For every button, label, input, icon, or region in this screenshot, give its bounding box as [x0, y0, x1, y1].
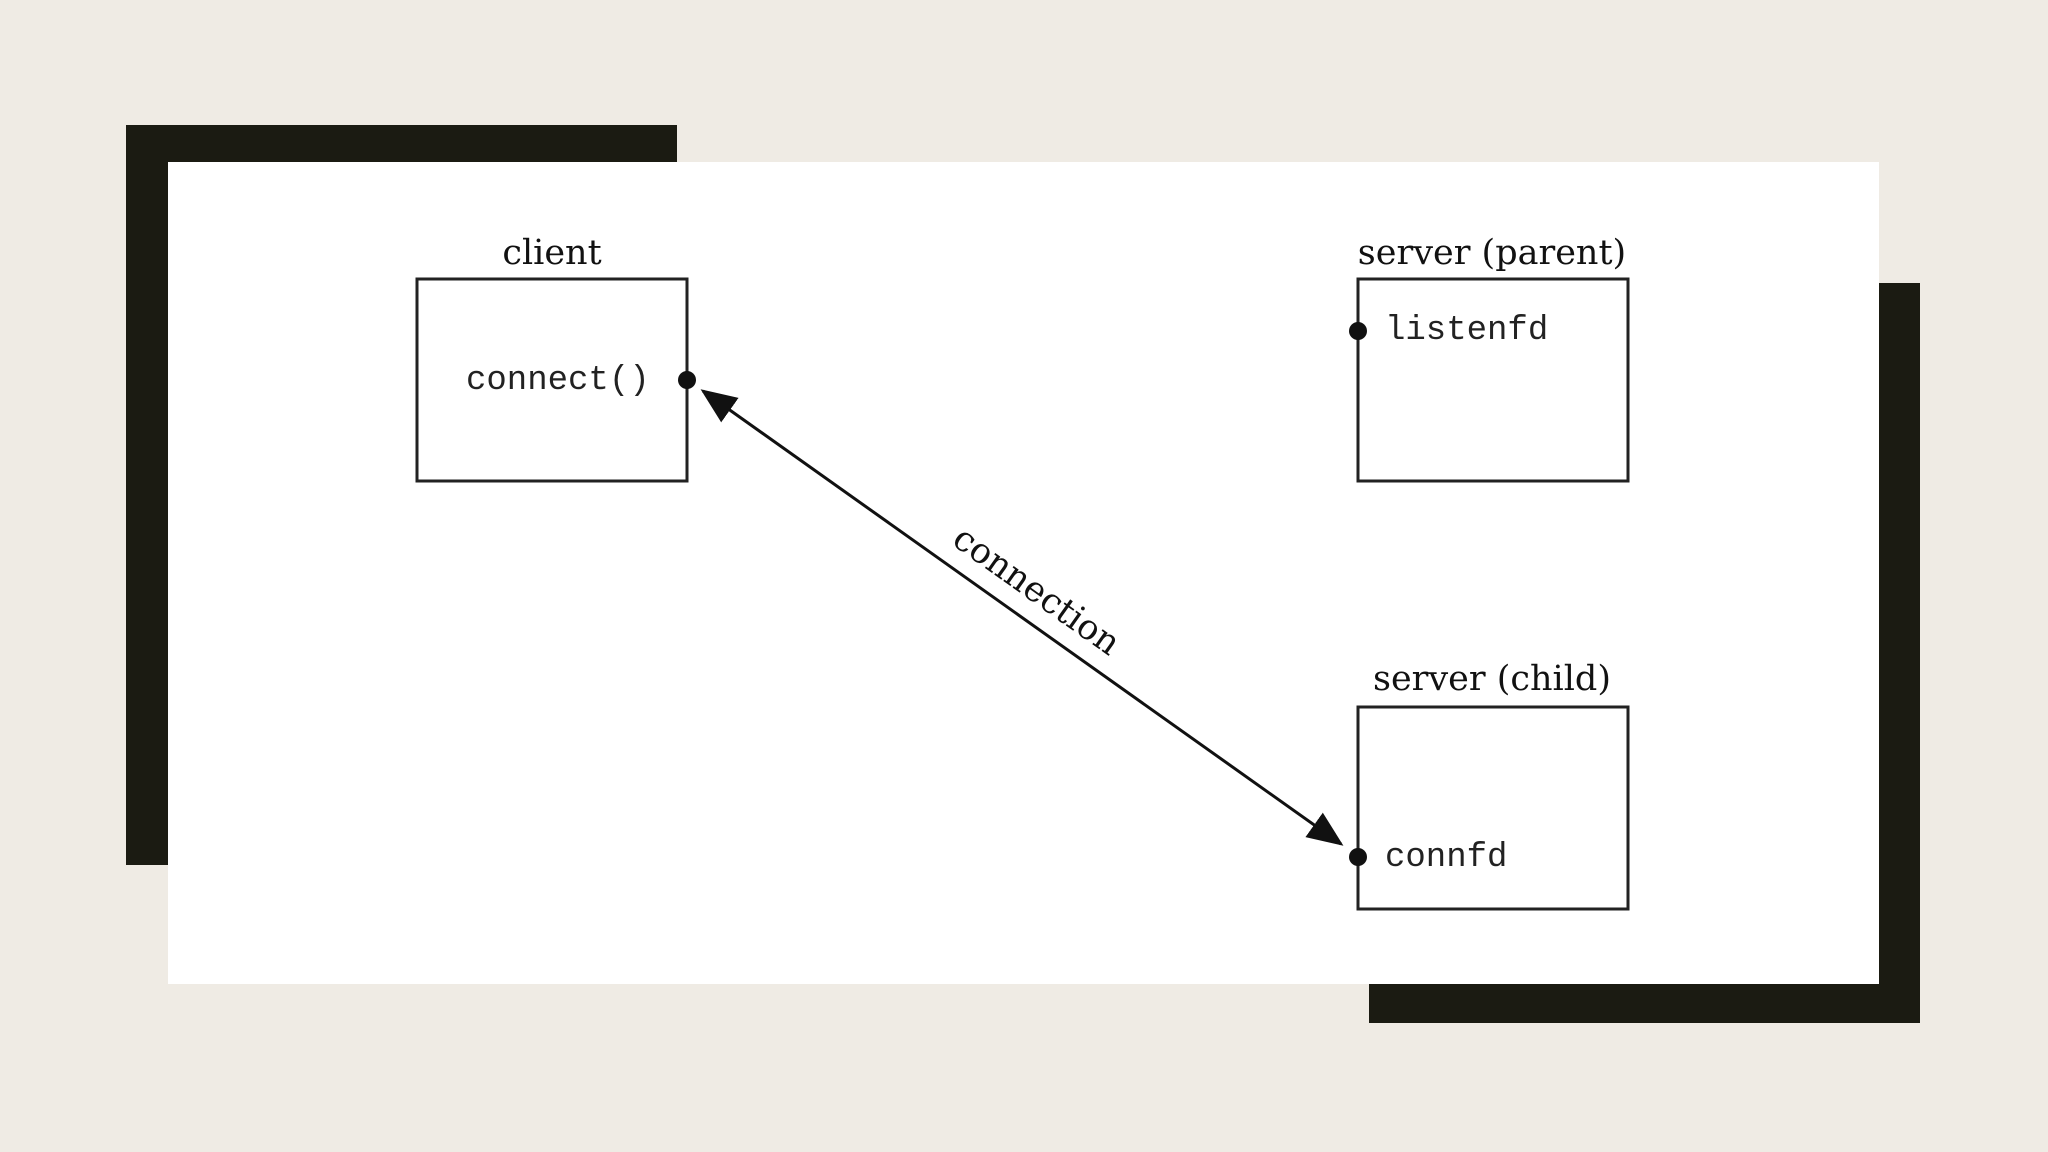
decor-bar-bottom	[1369, 983, 1920, 1023]
client-connect-call: connect()	[466, 362, 650, 400]
client-title: client	[502, 233, 601, 273]
server-parent-listenfd: listenfd	[1385, 312, 1548, 350]
connection-label: connection	[945, 518, 1127, 664]
decor-bar-top	[126, 125, 677, 165]
client-socket-dot	[678, 371, 696, 389]
connfd-socket-dot	[1349, 848, 1367, 866]
server-parent-box	[1356, 277, 1630, 483]
server-child-box	[1356, 705, 1630, 911]
listenfd-socket-dot	[1349, 322, 1367, 340]
decor-bar-right	[1878, 283, 1920, 1023]
server-child-title: server (child)	[1373, 659, 1611, 699]
decor-bar-left	[126, 125, 168, 865]
connection-arrow	[700, 389, 1344, 846]
server-child-connfd: connfd	[1385, 839, 1507, 877]
server-parent-title: server (parent)	[1358, 233, 1626, 273]
